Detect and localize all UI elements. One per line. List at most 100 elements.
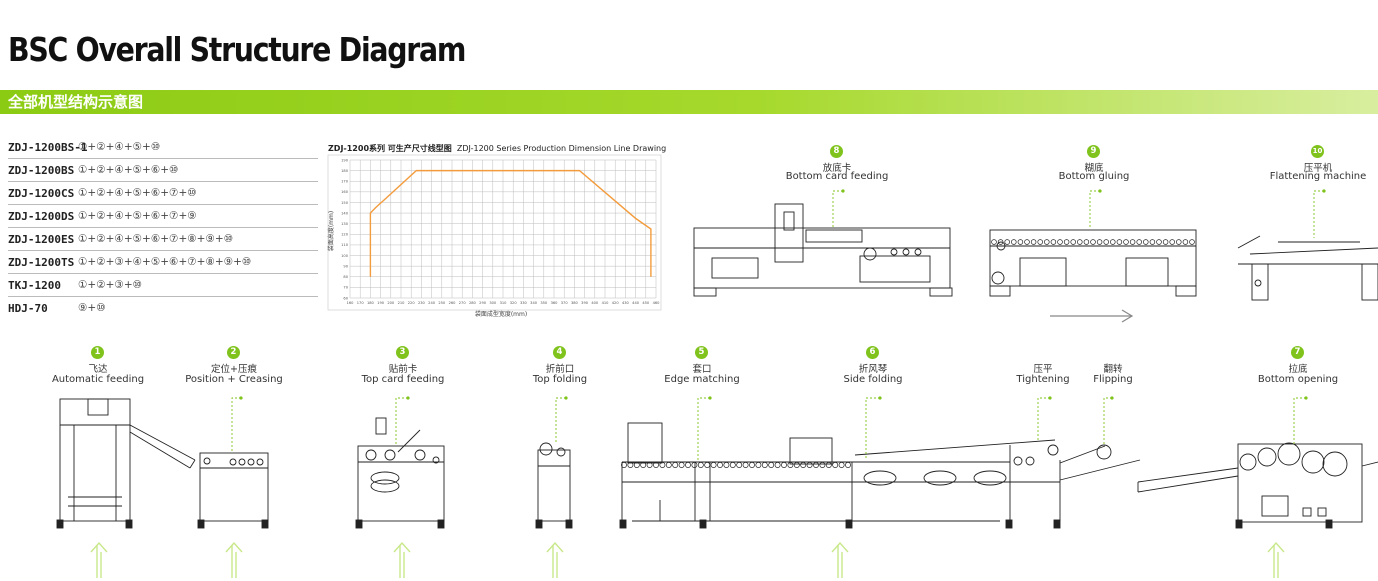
step-label-zh: 飞达 — [88, 364, 108, 375]
chart-y-tick-label: 150 — [341, 201, 349, 205]
roller — [729, 462, 736, 468]
step-badge-1: 1 — [91, 346, 104, 359]
roller — [665, 462, 672, 468]
chart-x-axis-label: 袋面成型宽度(mm) — [475, 310, 527, 318]
roller — [991, 239, 997, 245]
chart-x-tick-label: 300 — [489, 301, 497, 305]
chart-x-tick-label: 320 — [510, 301, 518, 305]
page-title: BSC Overall Structure Diagram — [8, 30, 466, 69]
section-banner-label: 全部机型结构示意图 — [8, 93, 144, 111]
roller — [710, 462, 717, 468]
roller — [1030, 239, 1037, 245]
roller — [640, 462, 647, 468]
roller — [723, 462, 730, 468]
chart-x-tick-label: 160 — [347, 301, 355, 305]
roller — [1162, 239, 1169, 245]
roller — [1017, 239, 1024, 245]
roller — [1169, 239, 1175, 245]
machine-flattening — [1237, 235, 1378, 301]
roller — [819, 462, 826, 468]
leader-lines — [231, 190, 1324, 460]
chart-x-tick-label: 430 — [622, 301, 630, 305]
step-label-zh: 压平 — [1033, 364, 1053, 375]
chart-y-tick-label: 140 — [341, 211, 349, 215]
step-badge-9: 9 — [1087, 145, 1100, 158]
arrow-up-icon — [393, 541, 411, 578]
step-label-zh: 套口 — [692, 364, 712, 375]
roller — [646, 462, 653, 468]
model-combo: ⑨+⑩ — [78, 302, 106, 314]
step-label-zh: 折风琴 — [858, 364, 888, 375]
roller — [1123, 239, 1129, 245]
step-label-en: Bottom card feeding — [785, 171, 889, 182]
roller — [653, 462, 659, 468]
roller — [697, 462, 704, 468]
roller — [845, 462, 851, 468]
chart-x-tick-label: 350 — [540, 301, 548, 305]
step-label-en: Flattening machine — [1269, 171, 1367, 182]
step-label-en: Bottom opening — [1257, 374, 1339, 385]
chart-x-tick-label: 390 — [581, 301, 589, 305]
chart-y-tick-label: 100 — [341, 254, 349, 258]
chart-x-tick-label: 230 — [418, 301, 426, 305]
step-badge-8: 8 — [830, 145, 843, 158]
roller — [1050, 239, 1057, 245]
chart-x-tick-label: 340 — [530, 301, 538, 305]
roller — [749, 462, 755, 468]
machine-top-folding — [535, 442, 573, 529]
roller — [755, 462, 762, 468]
chart-subtitle: ZDJ-1200 Series Production Dimension Lin… — [456, 144, 667, 153]
chart-y-tick-label: 70 — [343, 286, 348, 290]
chart-x-tick-label: 190 — [377, 301, 385, 305]
model-name: ZDJ-1200CS — [8, 186, 75, 200]
step-label-zh: 压平机 — [1303, 163, 1333, 174]
model-combo: ①+②+④+⑤+⑥+⑦+⑧+⑨+⑩ — [78, 233, 234, 245]
step-label-zh: 拉底 — [1288, 364, 1308, 375]
roller — [1156, 239, 1162, 245]
step-badge-2: 2 — [227, 346, 240, 359]
chart-x-tick-label: 260 — [449, 301, 457, 305]
model-combo: ①+②+④+⑤+⑥+⑦+⑩ — [78, 187, 197, 199]
roller — [1143, 239, 1149, 245]
roller — [1037, 239, 1043, 245]
step-badge-3: 3 — [396, 346, 409, 359]
roller — [838, 462, 845, 468]
step-label-zh: 翻转 — [1103, 364, 1123, 375]
roller — [1057, 239, 1063, 245]
roller — [1136, 239, 1142, 245]
chart-x-tick-label: 330 — [520, 301, 528, 305]
step-label-en: Edge matching — [664, 374, 740, 385]
roller — [1083, 239, 1090, 245]
roller — [813, 462, 819, 468]
step-label-zh: 放底卡 — [822, 163, 852, 174]
machine-drawings — [56, 203, 1378, 529]
step-label-zh: 贴前卡 — [388, 364, 418, 375]
roller — [1044, 239, 1050, 245]
roller — [781, 462, 787, 468]
step-label-en: Top folding — [532, 374, 588, 385]
roller — [1149, 239, 1156, 245]
arrow-up-icon — [1267, 541, 1285, 578]
step-label-en: Automatic feeding — [51, 374, 145, 385]
roller — [678, 462, 685, 468]
chart-x-tick-label: 270 — [459, 301, 467, 305]
chart-y-tick-label: 60 — [343, 296, 348, 300]
step-badge-10: 10 — [1311, 145, 1324, 158]
chart-title-zh: ZDJ-1200系列 可生产尺寸线型图 — [328, 144, 452, 153]
step-label-en: Bottom gluing — [1058, 171, 1130, 182]
conveyor-rollers — [621, 239, 1195, 468]
chart-x-tick-label: 400 — [591, 301, 599, 305]
chart-x-tick-label: 460 — [653, 301, 661, 305]
machine-position-creasing — [197, 452, 269, 529]
roller — [691, 462, 698, 468]
roller — [627, 462, 634, 468]
roller — [742, 462, 749, 468]
roller — [800, 462, 807, 468]
roller — [621, 462, 627, 468]
